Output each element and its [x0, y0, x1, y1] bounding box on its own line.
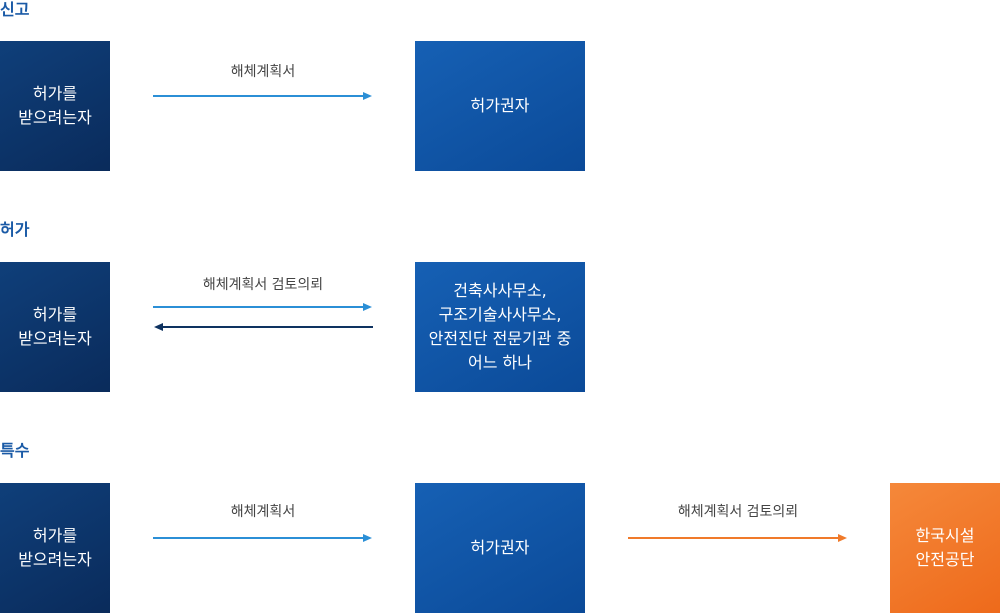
review-agency-box: 건축사사무소, 구조기술사사무소, 안전진단 전문기관 중 어느 하나 — [415, 262, 585, 392]
right-arrow-orange — [628, 534, 847, 542]
applicant-box: 허가를 받으려는자 — [0, 41, 110, 171]
permit-authority-label: 허가권자 — [470, 96, 530, 115]
section-title-report: 신고 — [0, 0, 30, 19]
right-arrow — [153, 534, 372, 542]
right-arrow — [153, 303, 372, 311]
safety-corp-line: 한국시설 — [915, 526, 975, 545]
section-title-special: 특수 — [0, 441, 30, 460]
section-title-permit: 허가 — [0, 220, 30, 239]
applicant-line: 받으려는자 — [18, 329, 92, 348]
permit-authority-box: 허가권자 — [415, 41, 585, 171]
review-agency-line: 어느 하나 — [468, 353, 532, 372]
review-agency-line: 구조기술사사무소, — [438, 305, 562, 324]
permit-authority-label: 허가권자 — [470, 538, 530, 557]
review-agency-line: 건축사사무소, — [453, 281, 547, 300]
arrow-label: 해체계획서 검토의뢰 — [202, 277, 324, 293]
applicant-line: 받으려는자 — [18, 108, 92, 127]
applicant-box: 허가를 받으려는자 — [0, 262, 110, 392]
safety-corp-line: 안전공단 — [915, 550, 975, 569]
arrow-label: 해체계획서 — [230, 64, 296, 80]
applicant-box: 허가를 받으려는자 — [0, 483, 110, 613]
review-agency-line: 안전진단 전문기관 중 — [428, 329, 572, 348]
right-arrow — [153, 92, 372, 100]
arrow-label: 해체계획서 — [230, 504, 296, 520]
safety-corp-box: 한국시설 안전공단 — [890, 483, 1000, 613]
applicant-line: 허가를 — [32, 305, 78, 324]
arrow-label: 해체계획서 검토의뢰 — [677, 504, 799, 520]
permit-authority-box: 허가권자 — [415, 483, 585, 613]
applicant-line: 허가를 — [32, 526, 78, 545]
applicant-line: 허가를 — [32, 84, 78, 103]
applicant-line: 받으려는자 — [18, 550, 92, 569]
left-arrow — [154, 323, 373, 331]
